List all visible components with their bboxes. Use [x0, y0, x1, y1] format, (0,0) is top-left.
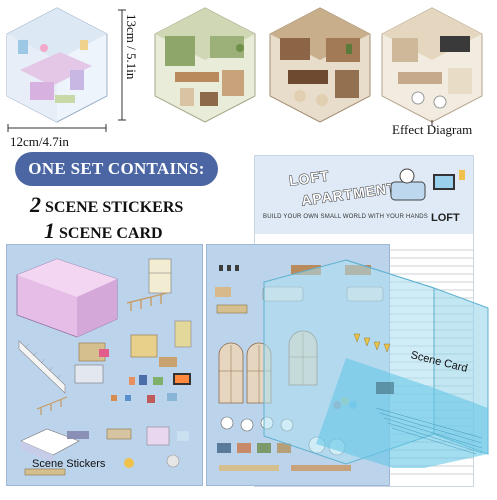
card-header-illustration [390, 168, 465, 201]
card-brand: LOFT [431, 212, 460, 224]
scene-previews [6, 7, 483, 132]
scene-stickers-number: 2 [30, 192, 41, 217]
scene-card-number: 1 [44, 218, 55, 243]
hexagon-scene-kitchen [154, 7, 256, 123]
scene-stickers-count: 2 SCENE STICKERS [30, 192, 183, 218]
sticker-sheet-1: Scene Stickers [6, 244, 203, 486]
hexagon-scene-bedroom [6, 7, 108, 123]
scene-card-header [255, 156, 473, 234]
transparent-scene-card [263, 259, 489, 468]
card-tagline: BUILD YOUR OWN SMALL WORLD WITH YOUR HAN… [263, 214, 428, 220]
hexagon-scene-study [381, 7, 483, 123]
scene-stickers-label: Scene Stickers [32, 458, 106, 470]
set-contains-banner: ONE SET CONTAINS: [15, 152, 218, 186]
scene-card-text: SCENE CARD [59, 225, 163, 242]
height-dimension-label: 13cm / 5.1in [124, 14, 139, 80]
scene-stickers-text: SCENE STICKERS [45, 199, 184, 216]
effect-diagram-label: Effect Diagram [392, 122, 473, 137]
scene-card-count: 1 SCENE CARD [44, 218, 163, 244]
hexagon-scene-cafe [269, 7, 371, 123]
sticker-sheet-1-artwork [16, 258, 192, 476]
width-dimension-label: 12cm/4.7in [10, 134, 69, 149]
